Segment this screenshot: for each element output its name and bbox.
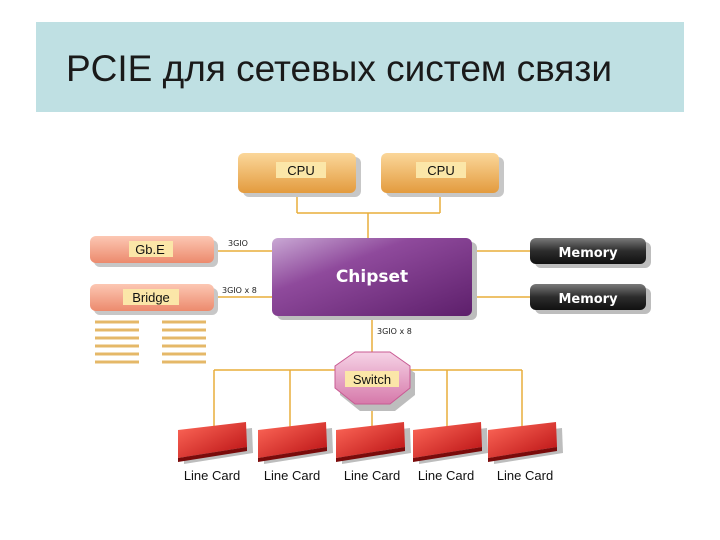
cpu-left: CPU	[238, 153, 361, 197]
expansion-slots	[95, 320, 206, 364]
chipset: Chipset	[272, 238, 477, 320]
switch: Switch	[334, 351, 415, 411]
line-card-1-label: Line Card	[184, 468, 240, 483]
line-card-4-label: Line Card	[418, 468, 474, 483]
bridge-label: Bridge	[132, 290, 170, 305]
line-card-3: Line Card	[336, 422, 411, 483]
cpu-right: CPU	[381, 153, 504, 197]
line-card-2: Line Card	[258, 422, 333, 483]
link-label-gbe: 3GIO	[228, 239, 248, 248]
line-card-1: Line Card	[178, 422, 253, 483]
cpu-right-label: CPU	[427, 163, 454, 178]
line-card-4: Line Card	[413, 422, 488, 483]
bridge-card: Bridge	[90, 284, 218, 315]
memory-bottom-label: Memory	[558, 292, 618, 307]
line-card-5-label: Line Card	[497, 468, 553, 483]
memory-top: Memory	[530, 238, 651, 268]
link-label-bridge: 3GIO x 8	[222, 286, 257, 295]
line-card-5: Line Card	[488, 422, 563, 483]
switch-label: Switch	[353, 372, 391, 387]
slide-title: PCIE для сетевых систем связи	[66, 48, 613, 89]
link-label-switch: 3GIO x 8	[377, 327, 412, 336]
cpu-left-label: CPU	[287, 163, 314, 178]
gbe-card: Gb.E	[90, 236, 218, 267]
gbe-label: Gb.E	[135, 242, 165, 257]
line-card-3-label: Line Card	[344, 468, 400, 483]
memory-top-label: Memory	[558, 246, 618, 261]
line-card-2-label: Line Card	[264, 468, 320, 483]
connection-lines	[213, 195, 532, 428]
chipset-label: Chipset	[336, 267, 408, 287]
memory-bottom: Memory	[530, 284, 651, 314]
title-bar: PCIE для сетевых систем связи	[36, 22, 684, 112]
